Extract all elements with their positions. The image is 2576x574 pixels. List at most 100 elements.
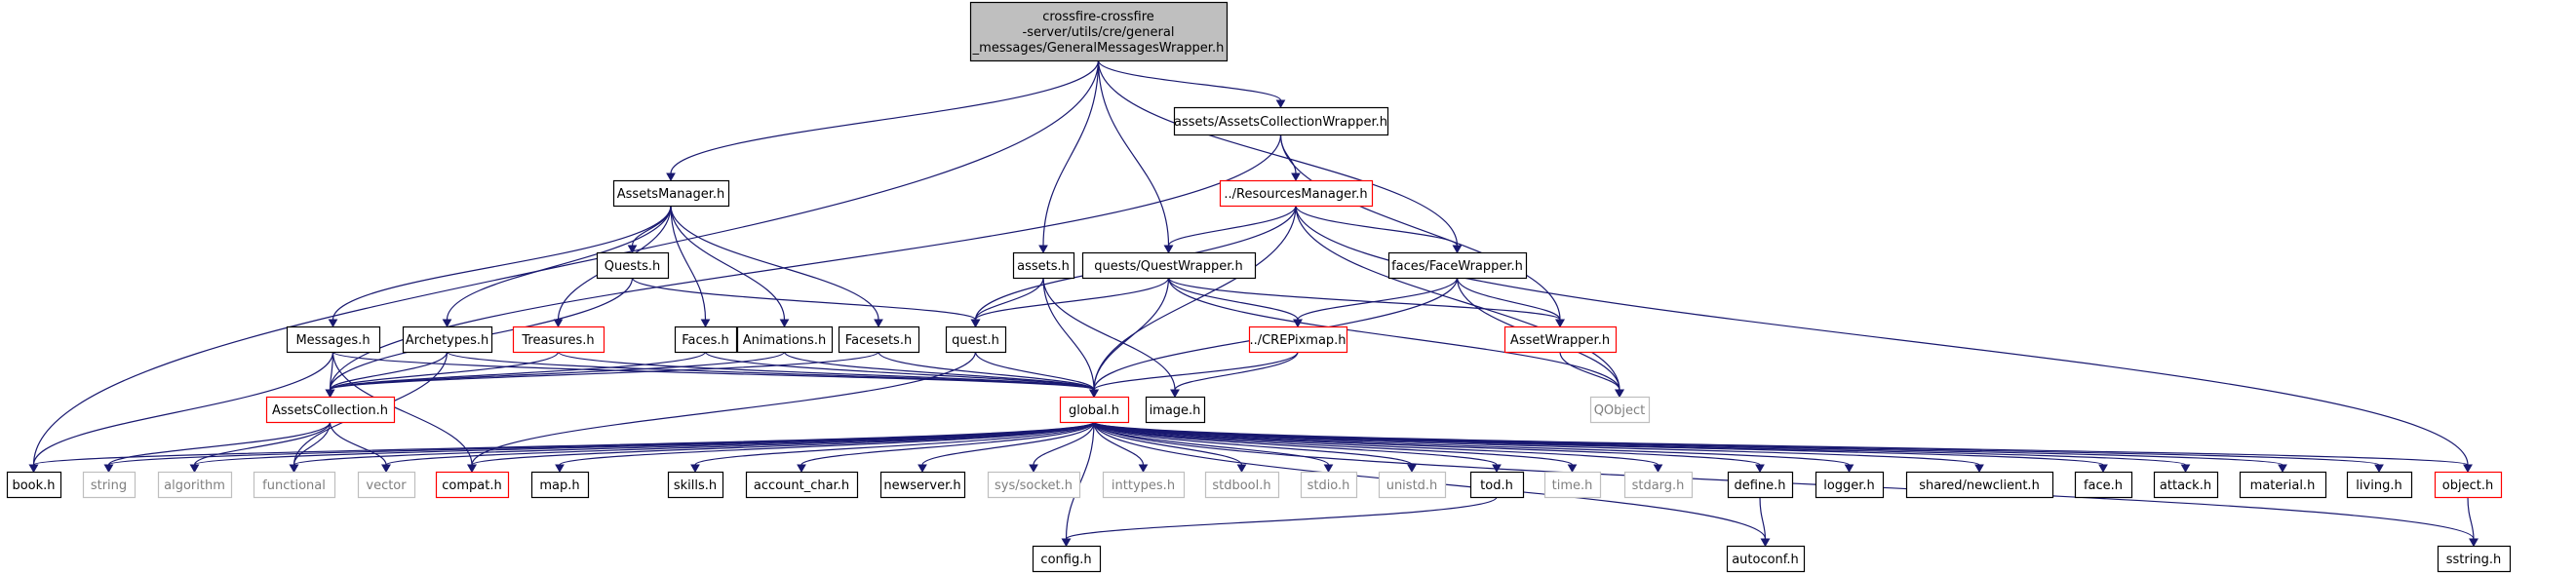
edge-line [1093, 421, 1659, 466]
node-functional[interactable]: functional [253, 471, 336, 499]
edge-arrowhead [103, 464, 114, 474]
edge-arrowhead [1555, 319, 1565, 328]
node-faces[interactable]: Faces.h [674, 325, 738, 354]
node-logger[interactable]: logger.h [1815, 471, 1885, 499]
edge-line [1093, 421, 1413, 466]
node-label: map.h [539, 478, 579, 493]
node-stdarg[interactable]: stdarg.h [1623, 471, 1694, 499]
node-config[interactable]: config.h [1032, 545, 1102, 573]
node-vector[interactable]: vector [357, 471, 416, 499]
edge-global-to-stdarg [1093, 421, 1663, 474]
node-algorithm[interactable]: algorithm [157, 471, 233, 499]
node-archetypes[interactable]: Archetypes.h [402, 325, 493, 354]
node-box [987, 471, 1081, 499]
node-inttypes[interactable]: inttypes.h [1102, 471, 1186, 499]
node-string[interactable]: string [82, 471, 137, 499]
edge-assetwrapper-to-qobject [1559, 351, 1624, 399]
edge-line [1093, 421, 1761, 466]
node-material[interactable]: material.h [2239, 471, 2327, 499]
node-label: global.h [1069, 403, 1119, 418]
edge-arrowhead [381, 464, 391, 474]
edge-line [1297, 277, 1459, 321]
node-label: living.h [2356, 478, 2401, 493]
node-label: object.h [2442, 478, 2493, 493]
node-stdbool[interactable]: stdbool.h [1204, 471, 1280, 499]
node-book[interactable]: book.h [6, 471, 62, 499]
edge-arrowhead [666, 172, 676, 182]
edge-arrowhead [2278, 464, 2287, 474]
node-label: account_char.h [754, 478, 849, 493]
node-global[interactable]: global.h [1059, 396, 1130, 424]
node-attack[interactable]: attack.h [2153, 471, 2219, 499]
node-facesets[interactable]: Facesets.h [838, 325, 920, 354]
edge-line [1295, 205, 2469, 466]
edge-line [1093, 277, 1170, 391]
node-qw[interactable]: quests/QuestWrapper.h [1081, 251, 1257, 280]
node-box [879, 471, 966, 499]
node-tod[interactable]: tod.h [1469, 471, 1525, 499]
node-box [2153, 471, 2219, 499]
node-animations[interactable]: Animations.h [736, 325, 834, 354]
node-label: _messages/GeneralMessagesWrapper.h [972, 41, 1225, 56]
node-skills[interactable]: skills.h [667, 471, 724, 499]
node-label: Quests.h [605, 259, 660, 274]
node-box [1623, 471, 1694, 499]
edge-crepixmap-to-global [1089, 351, 1299, 399]
node-messages[interactable]: Messages.h [286, 325, 381, 354]
edge-global-to-stdio [1093, 421, 1334, 474]
node-fw[interactable]: faces/FaceWrapper.h [1387, 251, 1528, 280]
node-rm[interactable]: ../ResourcesManager.h [1219, 179, 1374, 208]
node-quest[interactable]: quest.h [945, 325, 1007, 354]
edge-arrowhead [700, 319, 711, 328]
node-ac[interactable]: AssetsCollection.h [265, 396, 396, 424]
node-face[interactable]: face.h [2074, 471, 2133, 499]
edge-line [878, 351, 1095, 391]
node-quests[interactable]: Quests.h [596, 251, 670, 280]
node-label: material.h [2250, 478, 2316, 493]
edge-arrowhead [2374, 464, 2384, 474]
node-compat[interactable]: compat.h [435, 471, 510, 499]
node-label: stdbool.h [1212, 478, 1270, 493]
node-box [1059, 396, 1130, 424]
node-stdio[interactable]: stdio.h [1300, 471, 1358, 499]
node-qobject[interactable]: QObject [1589, 396, 1651, 424]
edge-am-to-facesets [670, 205, 883, 328]
node-am[interactable]: AssetsManager.h [612, 179, 730, 208]
node-assetwrapper[interactable]: AssetWrapper.h [1503, 325, 1618, 354]
edge-arrowhead [28, 464, 39, 474]
edge-line [332, 205, 672, 321]
node-treasures[interactable]: Treasures.h [512, 325, 605, 354]
node-map[interactable]: map.h [530, 471, 590, 499]
node-account-char[interactable]: account_char.h [745, 471, 859, 499]
node-box [945, 325, 1007, 354]
node-label: define.h [1734, 478, 1785, 493]
node-crepixmap[interactable]: ../CREPixmap.h [1248, 325, 1348, 354]
node-unistd[interactable]: unistd.h [1378, 471, 1447, 499]
node-box [1543, 471, 1602, 499]
edge-line [446, 205, 672, 321]
edge-arrowhead [1452, 245, 1463, 254]
node-time[interactable]: time.h [1543, 471, 1602, 499]
node-root[interactable]: crossfire-crossfire-server/utils/cre/gen… [969, 1, 1229, 62]
node-label: AssetsCollection.h [272, 403, 388, 418]
node-autoconf[interactable]: autoconf.h [1726, 545, 1806, 573]
edge-line [783, 351, 1095, 391]
node-object[interactable]: object.h [2434, 471, 2503, 499]
node-box [1145, 396, 1206, 424]
node-socket[interactable]: sys/socket.h [987, 471, 1081, 499]
node-image[interactable]: image.h [1145, 396, 1206, 424]
node-newserver[interactable]: newserver.h [879, 471, 966, 499]
edge-am-to-faces [670, 205, 711, 328]
node-living[interactable]: living.h [2346, 471, 2413, 499]
node-define[interactable]: define.h [1727, 471, 1794, 499]
node-sstring[interactable]: sstring.h [2437, 545, 2512, 573]
node-acw[interactable]: assets/AssetsCollectionWrapper.h [1173, 106, 1389, 136]
edge-treasures-to-global [557, 351, 1099, 399]
node-box [1012, 251, 1075, 280]
node-box [1248, 325, 1348, 354]
node-label: stdarg.h [1632, 478, 1685, 493]
node-newclient[interactable]: shared/newclient.h [1905, 471, 2054, 499]
edge-line [1093, 421, 1243, 466]
node-assets[interactable]: assets.h [1012, 251, 1075, 280]
edge-rm-to-object [1295, 205, 2473, 474]
